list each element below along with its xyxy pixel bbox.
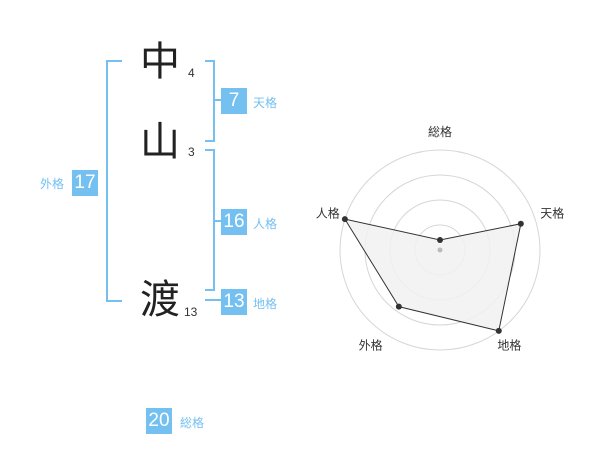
jinkaku-value: 16	[221, 209, 247, 235]
jinkaku-label: 人格	[253, 217, 278, 231]
stroke-count-3: 13	[184, 305, 198, 319]
tenkaku-bracket	[205, 60, 215, 142]
stroke-count-1: 4	[188, 66, 195, 80]
kanji-2: 山	[140, 119, 180, 165]
tenkaku-label: 天格	[253, 96, 278, 110]
radar-point-2	[495, 327, 502, 334]
gaikaku-label: 外格	[40, 177, 65, 191]
stroke-count-2: 3	[188, 145, 195, 159]
jinkaku-connector	[215, 220, 221, 222]
radar-point-1	[517, 220, 524, 227]
radar-point-3	[395, 303, 402, 310]
chikaku-value: 13	[221, 289, 247, 315]
radar-axis-label-2: 地格	[497, 337, 521, 352]
kanji-1: 中	[140, 39, 180, 85]
radar-axis-label-1: 天格	[540, 206, 564, 221]
tenkaku-connector	[215, 99, 221, 101]
jinkaku-bracket	[205, 149, 215, 291]
radar-area	[343, 218, 522, 332]
soukaku-label: 総格	[180, 416, 205, 430]
radar-axis-label-0: 総格	[428, 124, 452, 139]
kanji-3: 渡	[140, 277, 180, 323]
radar-point-4	[341, 216, 348, 223]
chikaku-label: 地格	[253, 297, 278, 311]
radar-axis-label-4: 人格	[316, 206, 340, 221]
radar-chart: 総格天格地格 外格 人格	[300, 110, 590, 360]
soukaku-value: 20	[146, 408, 172, 434]
radar-point-0	[437, 237, 443, 243]
radar-ring-4	[339, 149, 541, 351]
chikaku-connector	[205, 299, 221, 301]
tenkaku-value: 7	[221, 88, 247, 114]
gaikaku-bracket	[106, 60, 122, 302]
radar-axis-label-3: 外格	[359, 337, 383, 352]
radar-center-dot	[437, 247, 443, 253]
gaikaku-value: 17	[72, 170, 98, 196]
